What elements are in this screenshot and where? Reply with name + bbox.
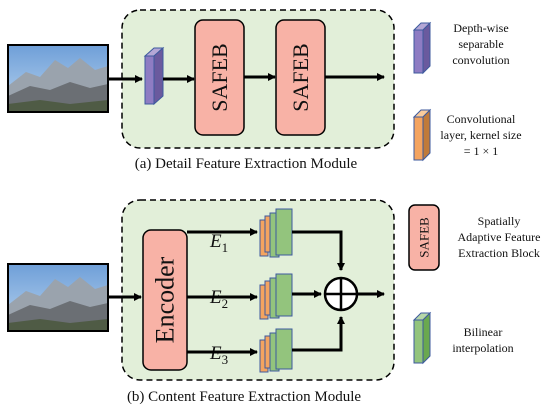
legend-conv-line3: = 1 × 1 — [464, 144, 499, 158]
content-module-box — [121, 199, 395, 381]
input-image-top — [7, 44, 109, 113]
encoder-block — [142, 229, 188, 371]
legend-bilinear-icon — [412, 311, 432, 365]
legend-conv-icon — [412, 108, 432, 162]
conv-interp-stack-3 — [259, 328, 293, 373]
safeb-block-1-label: SAFEB — [207, 43, 232, 111]
safeb-block-2-label: SAFEB — [288, 43, 313, 111]
legend-depthwise-icon — [412, 21, 432, 75]
sum-node — [323, 276, 359, 312]
legend-conv-line1: Convolutional — [447, 112, 516, 126]
detail-module-caption: (a) Detail Feature Extraction Module — [135, 156, 358, 172]
legend-safeb-line2: Adaptive Feature — [458, 230, 541, 244]
encoder-label: Encoder — [151, 256, 180, 343]
legend-bilinear-line2: interpolation — [452, 341, 513, 355]
legend-safeb-line1: Spatially — [478, 214, 521, 228]
legend-conv-line2: layer, kernel size — [440, 128, 521, 142]
legend: Depth-wise separable convolution Convolu… — [408, 21, 541, 365]
legend-safeb-line3: Extraction Block — [458, 246, 540, 260]
depthwise-conv-block — [143, 46, 165, 106]
legend-safeb-icon — [408, 204, 440, 271]
content-module-caption: (b) Content Feature Extraction Module — [127, 389, 361, 405]
conv-interp-stack-2 — [259, 273, 293, 320]
content-module: Encoder E1 E2 E3 — [7, 199, 395, 405]
legend-depthwise-line2: separable — [458, 37, 503, 51]
detail-module: SAFEB SAFEB (a) Detail Feature Extractio… — [7, 9, 395, 172]
input-image-bottom — [7, 263, 109, 332]
legend-safeb-icon-label: SAFEB — [417, 217, 432, 258]
conv-interp-stack-1 — [259, 208, 293, 258]
arrow-stack1-to-sum — [292, 230, 345, 271]
feature-label-e1: E1 — [209, 231, 228, 255]
detail-module-box — [121, 9, 395, 149]
arrow-stack3-to-sum — [292, 316, 345, 352]
legend-bilinear-line1: Bilinear — [464, 325, 503, 339]
legend-depthwise-line3: convolution — [452, 53, 509, 67]
legend-depthwise-line1: Depth-wise — [453, 21, 508, 35]
